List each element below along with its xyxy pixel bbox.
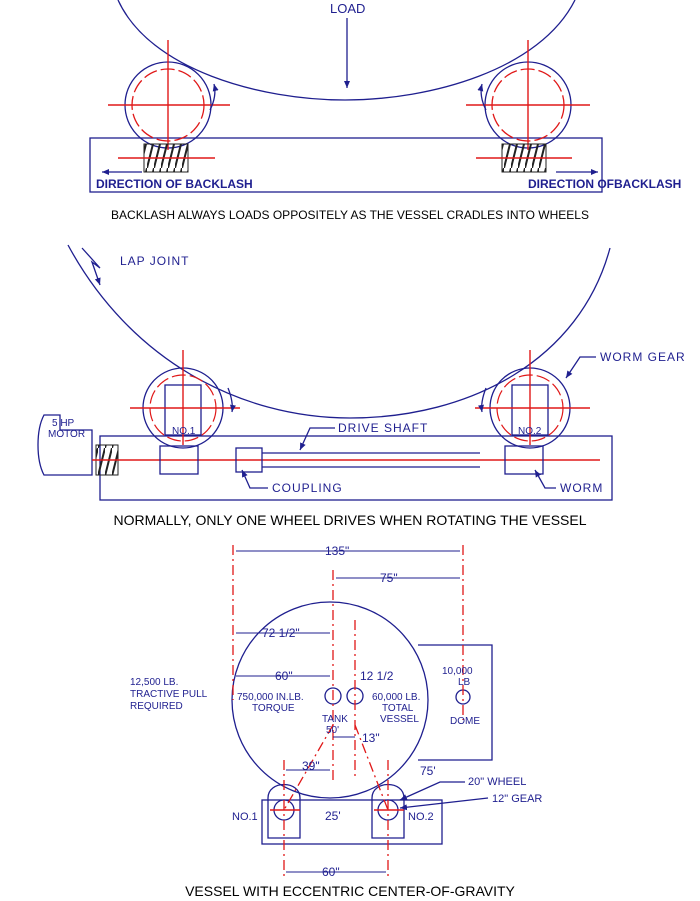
motor-hp-label: 5 HP xyxy=(52,418,75,429)
load-label: LOAD xyxy=(330,1,365,16)
worm-leader xyxy=(534,469,556,489)
worm-gear-leader xyxy=(565,356,596,379)
right-wheel xyxy=(466,40,590,150)
lap-joint-label: LAP JOINT xyxy=(120,254,189,268)
dome-line1: 10,000 xyxy=(442,666,473,677)
angle-50: 50' xyxy=(326,725,339,736)
angle-75: 75' xyxy=(420,764,436,778)
torque-line2: TORQUE xyxy=(252,703,295,714)
wheel-no2: NO.2 xyxy=(475,350,590,449)
tractive-line1: 12,500 LB. xyxy=(130,677,178,688)
dim-72: 72 1/2" xyxy=(262,626,300,640)
wheel-no1: NO.1 xyxy=(130,350,240,449)
left-worm xyxy=(118,143,215,173)
caption-eccentric: VESSEL WITH ECCENTRIC CENTER-OF-GRAVITY xyxy=(185,883,515,899)
dim-13: 13" xyxy=(362,731,380,745)
rotation-arrow-2 xyxy=(478,387,487,413)
wheel-leader xyxy=(399,781,465,801)
panel-eccentric: 135" 75" 72 1/2" 60" 12 1/2 13" 39" 60" … xyxy=(130,544,542,899)
gear-leader xyxy=(399,797,489,811)
drive-worm-1 xyxy=(159,445,199,475)
drive-shaft-leader xyxy=(299,427,335,451)
motor-label: MOTOR xyxy=(48,429,85,440)
torque-line1: 750,000 IN.LB. xyxy=(237,692,304,703)
drive-shaft-label: DRIVE SHAFT xyxy=(338,421,428,435)
dome-line3: DOME xyxy=(450,716,480,727)
panel-drive: LAP JOINT 5 HP MOTOR NO.1 NO.2 xyxy=(37,244,686,528)
coupling-leader xyxy=(241,469,268,489)
caption-drive: NORMALLY, ONLY ONE WHEEL DRIVES WHEN ROT… xyxy=(114,512,587,528)
wheel-label: 20" WHEEL xyxy=(468,776,526,788)
dome-line2: LB xyxy=(458,677,471,688)
panel-backlash: LOAD DIRECTI xyxy=(89,0,681,222)
left-rotation-arrow xyxy=(209,83,219,111)
tractive-line3: REQUIRED xyxy=(130,701,183,712)
eccentric-base xyxy=(261,799,443,845)
angle-line-1 xyxy=(283,724,334,811)
backlash-right-label: DIRECTION OFBACKLASH xyxy=(528,177,681,191)
dim-39: 39" xyxy=(302,759,320,773)
right-worm xyxy=(476,143,572,173)
dim-60b: 60" xyxy=(322,865,340,879)
base-frame xyxy=(89,137,603,193)
angle-line-2 xyxy=(354,724,389,811)
wheel-no2-label: NO.2 xyxy=(518,426,542,437)
total-line1: 60,000 LB. xyxy=(372,692,420,703)
lap-joint-leader xyxy=(81,247,101,286)
dim-12: 12 1/2 xyxy=(360,669,394,683)
rotation-arrow-1 xyxy=(227,387,236,413)
bearing-no2-label: NO.2 xyxy=(408,811,434,823)
dim-135: 135" xyxy=(325,544,349,558)
coupling-label: COUPLING xyxy=(272,481,343,495)
dim-75: 75" xyxy=(380,571,398,585)
tank-label: TANK xyxy=(322,714,348,725)
coupling-box xyxy=(235,447,263,473)
total-line3: VESSEL xyxy=(380,714,419,725)
left-wheel xyxy=(108,40,230,150)
total-line2: TOTAL xyxy=(382,703,414,714)
dome-block xyxy=(418,644,493,761)
vessel-circle xyxy=(231,601,429,799)
caption-backlash: BACKLASH ALWAYS LOADS OPPOSITELY AS THE … xyxy=(111,208,589,222)
drive-worm-2 xyxy=(504,445,544,475)
tractive-line2: TRACTIVE PULL xyxy=(130,689,208,700)
motor: 5 HP MOTOR xyxy=(37,414,119,476)
gear-label: 12" GEAR xyxy=(492,793,542,805)
dim-60: 60" xyxy=(275,669,293,683)
worm-gear-label: WORM GEAR xyxy=(600,350,686,364)
worm-label: WORM xyxy=(560,481,603,495)
vessel-shell-arc-2 xyxy=(67,244,611,419)
wheel-no1-label: NO.1 xyxy=(172,426,196,437)
right-rotation-arrow xyxy=(477,83,487,111)
backlash-left-label: DIRECTION OF BACKLASH xyxy=(96,177,253,191)
angle-25: 25' xyxy=(325,809,341,823)
bearing-no1-label: NO.1 xyxy=(232,811,258,823)
